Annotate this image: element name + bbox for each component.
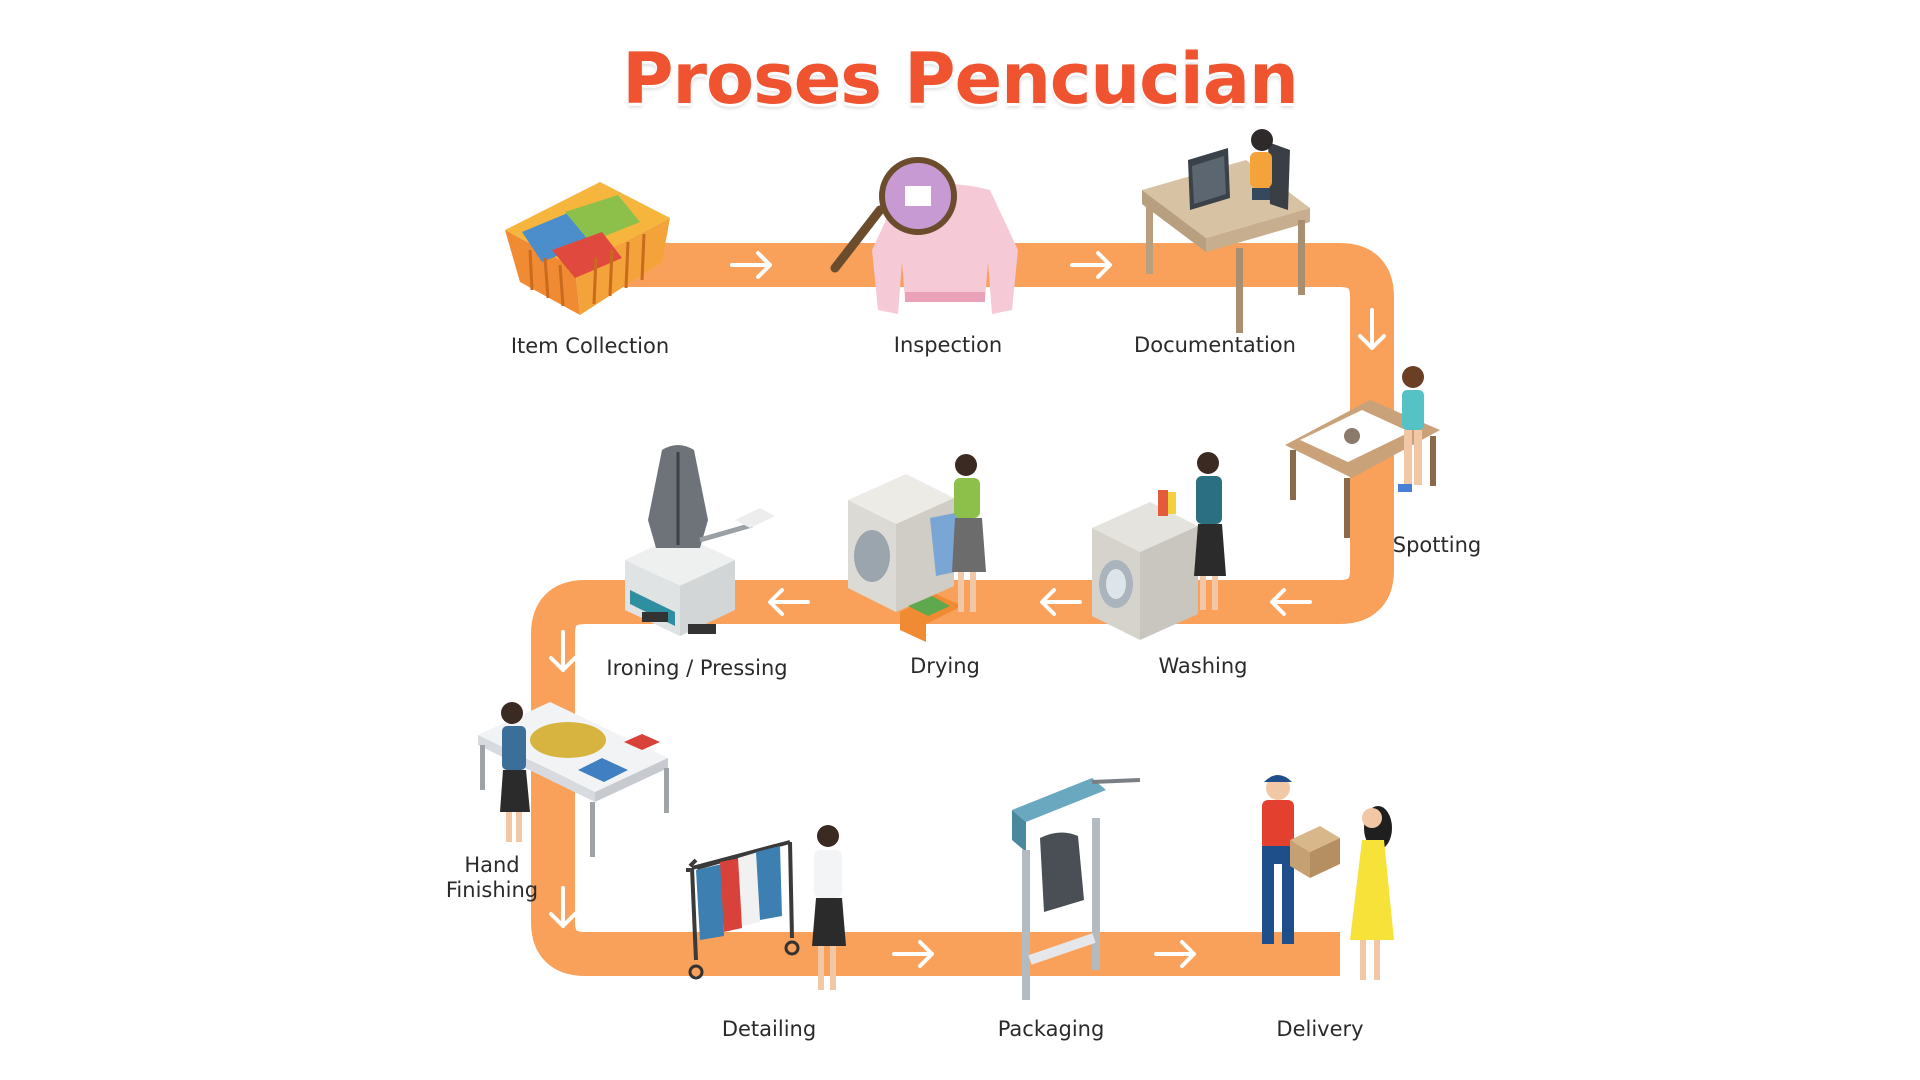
step-label-packaging: Packaging <box>997 1017 1105 1041</box>
clothes-rack-icon <box>686 825 846 990</box>
laundry-basket-icon <box>505 182 670 315</box>
step-label-drying: Drying <box>910 654 980 678</box>
step-label-inspection: Inspection <box>893 333 1003 357</box>
washing-machine-icon <box>1092 452 1226 640</box>
flow-arrows <box>549 251 1386 968</box>
magnifier-sweater-icon <box>830 157 1018 314</box>
arrow-right-icon <box>1070 251 1112 279</box>
arrow-left-icon <box>768 588 810 616</box>
folding-table-icon <box>478 702 669 857</box>
stain-removal-table-icon <box>1285 366 1440 538</box>
arrow-down-icon <box>1358 308 1386 350</box>
step-label-hand-finishing: Hand Finishing <box>446 853 538 903</box>
arrow-right-icon <box>892 940 934 968</box>
step-label-ironing-pressing: Ironing / Pressing <box>606 656 788 680</box>
step-label-washing: Washing <box>1158 654 1248 678</box>
dryer-machine-icon <box>848 454 986 642</box>
arrow-down-icon <box>549 630 577 672</box>
arrow-down-icon <box>549 886 577 928</box>
step-label-spotting: Spotting <box>1392 533 1482 557</box>
arrow-left-icon <box>1270 588 1312 616</box>
bagging-machine-icon <box>1012 778 1141 1000</box>
desk-computer-icon <box>1142 129 1310 333</box>
arrow-right-icon <box>730 251 772 279</box>
step-label-detailing: Detailing <box>721 1017 817 1041</box>
step-label-hand-finishing-line-2: Finishing <box>445 878 539 902</box>
pressing-machine-icon <box>625 445 775 636</box>
page-title: Proses Pencucian <box>622 38 1299 120</box>
step-label-hand-finishing-line-1: Hand <box>464 853 520 877</box>
step-label-documentation: Documentation <box>1134 333 1296 357</box>
arrow-right-icon <box>1154 940 1196 968</box>
step-label-delivery: Delivery <box>1276 1017 1364 1041</box>
step-label-item-collection: Item Collection <box>510 334 670 358</box>
delivery-handover-icon <box>1262 775 1394 980</box>
arrow-left-icon <box>1040 588 1082 616</box>
